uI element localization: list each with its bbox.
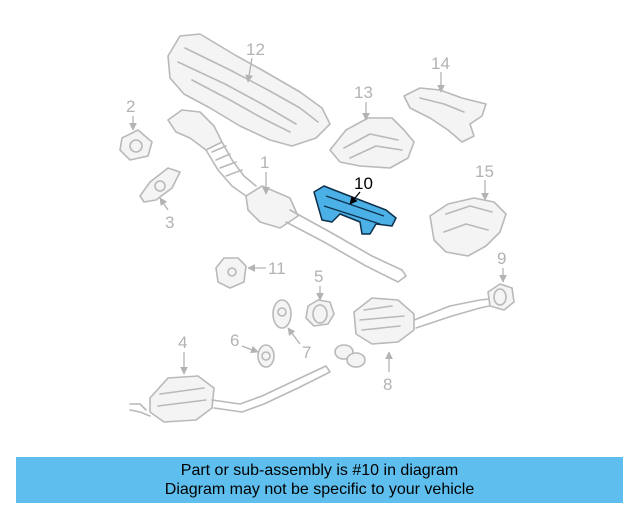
callout-13: 13 [354, 83, 373, 102]
part-5-clamp [305, 299, 335, 327]
info-banner: Part or sub-assembly is #10 in diagram D… [16, 457, 623, 503]
callout-2: 2 [126, 97, 135, 116]
part-9-clamp [487, 283, 515, 311]
callout-6: 6 [230, 331, 239, 350]
part-1-front-pipe [167, 109, 407, 283]
part-8-rear-muffler [334, 297, 499, 368]
callout-8: 8 [383, 375, 392, 394]
callout-4: 4 [178, 333, 187, 352]
callout-14: 14 [431, 54, 450, 73]
callout-9: 9 [497, 249, 506, 268]
banner-line-1: Part or sub-assembly is #10 in diagram [180, 462, 459, 479]
exhaust-parts-diagram: 12 2 3 1 13 14 10 [119, 33, 515, 423]
part-3-flange [139, 167, 181, 203]
callout-5: 5 [314, 267, 323, 286]
part-2-gasket [119, 129, 153, 161]
part-12-heat-shield [167, 33, 331, 147]
part-15-heat-shield [429, 197, 507, 257]
part-4-center-muffler [129, 365, 331, 423]
part-10-bracket-highlighted [313, 185, 397, 235]
part-14-bracket [403, 87, 487, 143]
part-6-hanger [257, 344, 275, 368]
callout-1: 1 [260, 153, 269, 172]
callout-11: 11 [268, 259, 286, 278]
callout-15: 15 [475, 162, 494, 181]
part-13-heat-shield [329, 117, 415, 169]
part-7-hanger [272, 299, 292, 329]
callout-3: 3 [165, 213, 174, 232]
part-11-bracket [215, 257, 247, 289]
callout-10: 10 [354, 174, 373, 193]
banner-line-2: Diagram may not be specific to your vehi… [164, 481, 475, 498]
callout-12: 12 [246, 40, 265, 59]
callout-7: 7 [302, 343, 311, 362]
